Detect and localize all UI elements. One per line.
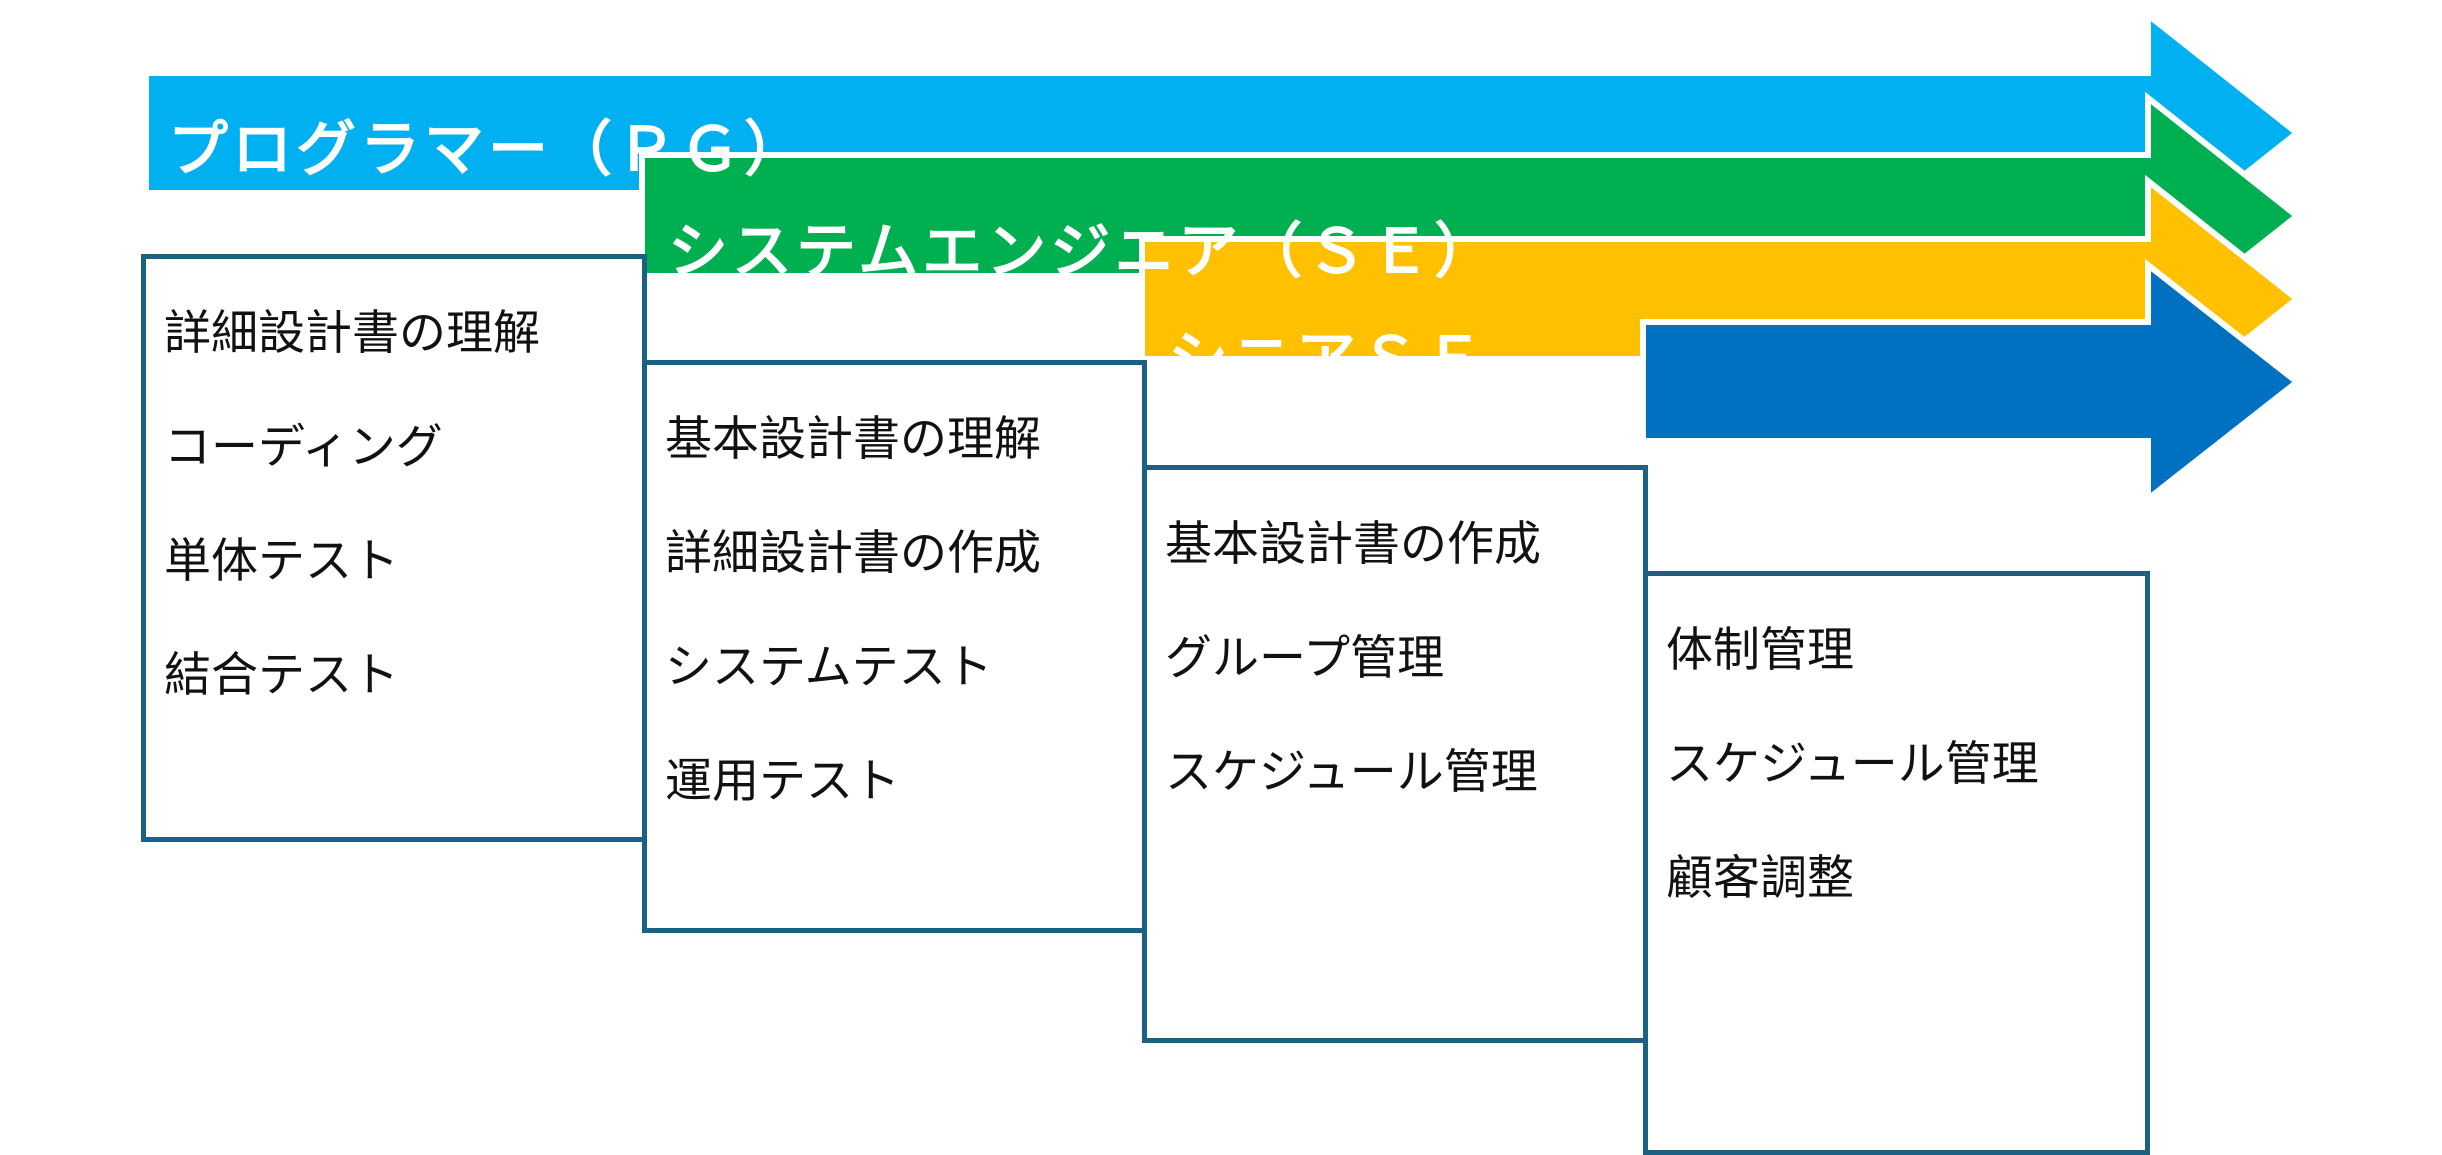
task-item: コーディング — [164, 420, 443, 475]
arrow-pl-pm — [1640, 258, 2302, 506]
task-item: グループ管理 — [1165, 631, 1445, 686]
task-item: システムテスト — [665, 640, 993, 695]
stage-title-pl-pm: ＰＬ・ＰＭ — [1680, 430, 2030, 500]
task-item: 結合テスト — [164, 648, 399, 703]
stage-title-pg: プログラマー（ＰＧ） — [168, 115, 808, 185]
stage-title-senior-se: シニアＳＥ — [1168, 325, 1488, 395]
se-task-box: 基本設計書の理解 詳細設計書の作成 システムテスト 運用テスト — [642, 360, 1147, 933]
task-item: 運用テスト — [665, 754, 900, 809]
task-item: 詳細設計書の理解 — [164, 306, 540, 361]
pg-task-box: 詳細設計書の理解 コーディング 単体テスト 結合テスト — [141, 254, 647, 842]
task-item: スケジュール管理 — [1666, 737, 2039, 792]
senior-se-task-box: 基本設計書の作成 グループ管理 スケジュール管理 — [1142, 465, 1648, 1043]
task-item: 基本設計書の理解 — [665, 412, 1041, 467]
stage-title-se: システムエンジニア（ＳＥ） — [668, 217, 1499, 287]
task-item: 詳細設計書の作成 — [665, 526, 1041, 581]
task-item: 体制管理 — [1666, 623, 1854, 678]
task-item: 顧客調整 — [1666, 851, 1854, 906]
pl-pm-task-box: 体制管理 スケジュール管理 顧客調整 — [1643, 571, 2150, 1155]
task-item: 基本設計書の作成 — [1165, 517, 1541, 572]
task-item: スケジュール管理 — [1165, 745, 1538, 800]
task-item: 単体テスト — [164, 534, 399, 589]
